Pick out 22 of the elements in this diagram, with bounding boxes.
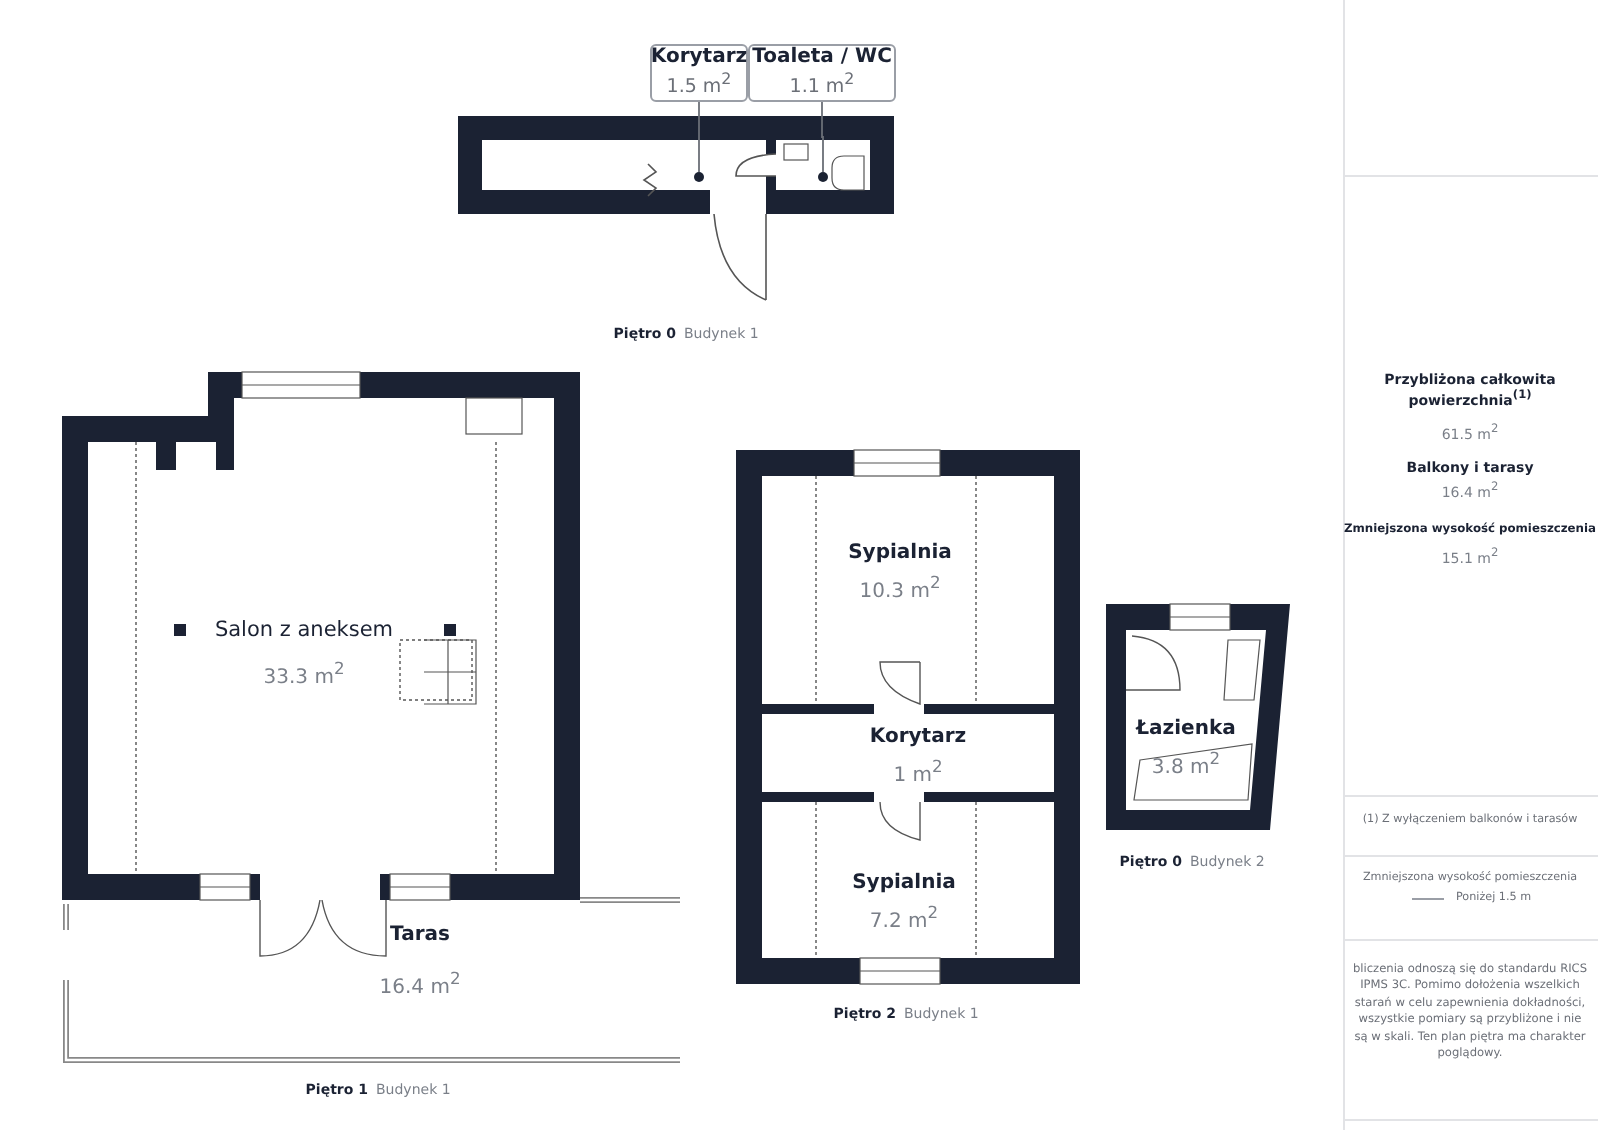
room-name: Sypialnia <box>852 872 956 897</box>
room-name: Taras <box>390 924 450 949</box>
room-name: Salon z aneksem <box>214 618 394 645</box>
room-name: Łazienka <box>1136 718 1236 743</box>
room-name: Korytarz <box>650 46 748 71</box>
leader-dot <box>694 172 704 182</box>
room-callout <box>650 44 748 102</box>
room-area: 1.1 m$^{2}$ <box>789 70 855 100</box>
leader-line <box>698 101 700 173</box>
room-name: Sypialnia <box>848 542 952 567</box>
room-callout <box>748 44 896 102</box>
room-area: 16.4 m$^{2}$ <box>379 968 461 1002</box>
room-area: 3.8 m$^{2}$ <box>1151 748 1221 782</box>
leader-dot <box>818 172 828 182</box>
room-area: 1 m$^{2}$ <box>893 756 943 790</box>
room-area: 7.2 m$^{2}$ <box>869 902 939 936</box>
room-name: Toaleta / WC <box>752 46 892 71</box>
room-area: 1.5 m$^{2}$ <box>666 70 732 100</box>
leader-line <box>821 101 824 173</box>
room-area: 33.3 m$^{2}$ <box>263 658 345 692</box>
room-area: 10.3 m$^{2}$ <box>859 572 941 606</box>
room-name: Korytarz <box>869 726 967 751</box>
